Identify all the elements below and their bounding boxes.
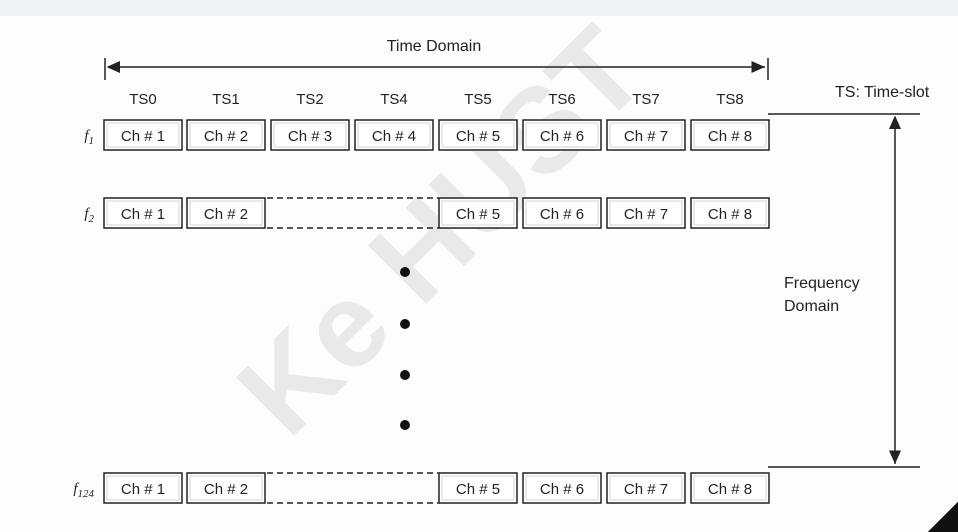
timeslot-label: TS8 — [716, 91, 744, 108]
ellipsis-dot — [400, 370, 410, 380]
timeslot-label: TS6 — [548, 91, 576, 108]
ellipsis-dot — [400, 420, 410, 430]
channel-label: Ch # 3 — [288, 128, 332, 145]
page-corner — [928, 502, 958, 532]
ellipsis-dot — [400, 267, 410, 277]
channel-cell — [186, 197, 266, 229]
channel-cell-inner — [441, 200, 515, 226]
channel-label: Ch # 1 — [121, 128, 165, 145]
channel-cell-inner — [693, 200, 767, 226]
channel-label: Ch # 2 — [204, 128, 248, 145]
channel-cell — [606, 472, 686, 504]
ts-legend: TS: Time-slot — [835, 84, 930, 101]
channel-cell — [690, 472, 770, 504]
channel-cell — [690, 197, 770, 229]
frequency-rows: f1 Ch # 1 Ch # 2 Ch # 3 Ch # 4 Ch # 5 Ch # 6 Ch… — [73, 119, 770, 504]
ellipsis-dot — [400, 319, 410, 329]
channel-cell-inner — [525, 475, 599, 501]
channel-cell-inner — [106, 475, 180, 501]
freq-domain-label-line1: Frequency — [784, 275, 860, 292]
channel-cell — [438, 119, 518, 151]
channel-cell — [186, 472, 266, 504]
channel-cell-inner — [273, 122, 347, 148]
channel-cell — [606, 119, 686, 151]
freq-label: f2 — [84, 206, 94, 225]
channel-cell — [438, 197, 518, 229]
top-band — [0, 0, 958, 16]
timeslot-label: TS4 — [380, 91, 408, 108]
channel-label: Ch # 4 — [372, 128, 416, 145]
channel-label: Ch # 6 — [540, 481, 584, 498]
freq-label: f1 — [84, 128, 94, 147]
channel-label: Ch # 7 — [624, 481, 668, 498]
channel-label: Ch # 2 — [204, 481, 248, 498]
channel-label: Ch # 8 — [708, 206, 752, 223]
channel-cell-inner — [106, 122, 180, 148]
channel-label: Ch # 1 — [121, 206, 165, 223]
channel-cell — [270, 119, 350, 151]
freq-domain-label-line2: Domain — [784, 298, 839, 315]
channel-cell-inner — [357, 122, 431, 148]
channel-cell-inner — [525, 200, 599, 226]
channel-cell-inner — [609, 475, 683, 501]
channel-cell — [186, 119, 266, 151]
channel-cell — [103, 119, 183, 151]
channel-label: Ch # 2 — [204, 206, 248, 223]
channel-cell — [522, 472, 602, 504]
channel-cell-inner — [189, 475, 263, 501]
channel-label: Ch # 6 — [540, 128, 584, 145]
freq-label: f124 — [73, 481, 94, 500]
timeslot-label: TS0 — [129, 91, 157, 108]
channel-cell — [438, 472, 518, 504]
time-domain-label: Time Domain — [387, 38, 482, 55]
channel-cell-inner — [693, 475, 767, 501]
channel-label: Ch # 6 — [540, 206, 584, 223]
channel-cell — [522, 197, 602, 229]
channel-cell — [606, 197, 686, 229]
channel-cell — [522, 119, 602, 151]
timeslot-label: TS2 — [296, 91, 324, 108]
channel-label: Ch # 1 — [121, 481, 165, 498]
channel-label: Ch # 7 — [624, 206, 668, 223]
channel-label: Ch # 8 — [708, 128, 752, 145]
channel-cell-inner — [441, 122, 515, 148]
channel-label: Ch # 5 — [456, 481, 500, 498]
channel-cell-inner — [693, 122, 767, 148]
channel-label: Ch # 5 — [456, 206, 500, 223]
channel-label: Ch # 8 — [708, 481, 752, 498]
timeslot-label: TS1 — [212, 91, 240, 108]
channel-cell-inner — [189, 200, 263, 226]
channel-label: Ch # 5 — [456, 128, 500, 145]
channel-cell — [103, 472, 183, 504]
channel-cell — [354, 119, 434, 151]
timeslot-labels: TS0 TS1 TS2 TS4 TS5 TS6 TS7 TS8 — [129, 91, 744, 108]
watermark: Ke HUST — [212, 2, 670, 460]
timeslot-label: TS5 — [464, 91, 492, 108]
channel-cell-inner — [441, 475, 515, 501]
channel-cell-inner — [525, 122, 599, 148]
channel-label: Ch # 7 — [624, 128, 668, 145]
channel-cell — [690, 119, 770, 151]
channel-cell-inner — [609, 122, 683, 148]
channel-cell-inner — [189, 122, 263, 148]
channel-cell — [103, 197, 183, 229]
channel-cell-inner — [106, 200, 180, 226]
timeslot-label: TS7 — [632, 91, 660, 108]
channel-cell-inner — [609, 200, 683, 226]
